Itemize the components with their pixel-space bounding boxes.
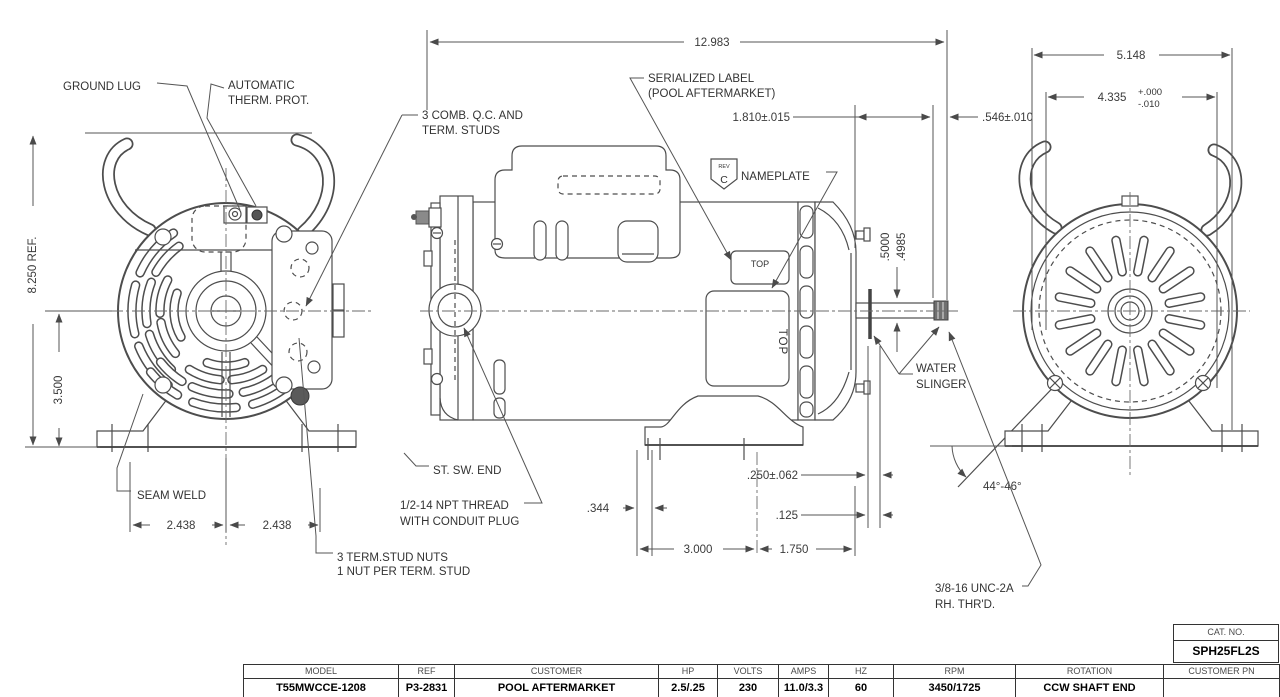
value-rpm: 3450/1725 (894, 679, 1016, 697)
value-amps: 11.0/3.3 (779, 679, 829, 697)
value-hp: 2.5/.25 (659, 679, 718, 697)
col-rpm: RPM (894, 665, 1016, 679)
top-box-text: TOP (751, 259, 769, 269)
terminal-stud (415, 210, 430, 225)
dim-bolt-span: 4.335 (1098, 92, 1127, 104)
col-customer: CUSTOMER (455, 665, 659, 679)
dim-shaft-dia-lower: .4985 (896, 233, 908, 262)
value-volts: 230 (718, 679, 779, 697)
thermal-protector-outline (191, 205, 247, 253)
col-ref: REF (399, 665, 455, 679)
value-hz: 60 (829, 679, 894, 697)
col-rotation: ROTATION (1016, 665, 1164, 679)
dim-height-ref: 8.250 REF. (27, 237, 39, 294)
dim-shaft-to-foot: 1.750 (780, 544, 809, 556)
vent-slots (127, 228, 296, 413)
col-customer-pn: CUSTOMER PN (1164, 665, 1280, 679)
dim-slot-width: .344 (587, 503, 610, 515)
value-model: T55MWCCE-1208 (244, 679, 399, 697)
rear-view (88, 133, 372, 545)
value-customer-pn (1164, 679, 1280, 697)
spec-table-value-row: T55MWCCE-1208 P3-2831 POOL AFTERMARKET 2… (244, 679, 1280, 697)
threaded-shaft-tip (933, 300, 949, 321)
value-ref: P3-2831 (399, 679, 455, 697)
rev-flag-letter: C (720, 174, 728, 186)
cat-no-value: SPH25FL2S (1192, 644, 1260, 658)
col-model: MODEL (244, 665, 399, 679)
rev-flag-small: REV (718, 164, 730, 170)
dimension-layer: 8.250 REF. 3.500 2.438 2.438 GROUND LUG … (25, 30, 1233, 611)
term-nuts-label-2: 1 NUT PER TERM. STUD (337, 566, 470, 578)
seam-weld-label: SEAM WELD (137, 490, 206, 502)
dim-foot-right: 2.438 (263, 520, 292, 532)
top-rotated-text: TOP (776, 329, 788, 355)
serialized-label-box (730, 250, 790, 285)
dim-foot-span: 3.000 (684, 544, 713, 556)
dim-overall-length: 12.983 (694, 37, 729, 49)
nameplate-label: NAMEPLATE (741, 171, 810, 183)
conduit-hole (437, 292, 473, 328)
npt-label-2: WITH CONDUIT PLUG (400, 516, 519, 528)
col-amps: AMPS (779, 665, 829, 679)
term-nuts-label-1: 3 TERM.STUD NUTS (337, 552, 448, 564)
side-view: TOP TOP (411, 145, 958, 556)
ground-lug-bracket (223, 205, 247, 224)
unc-thread-label-1: 3/8-16 UNC-2A (935, 583, 1014, 595)
serialized-label-1: SERIALIZED LABEL (648, 73, 755, 85)
catalog-number-block: CAT. NO. SPH25FL2S (1173, 624, 1279, 663)
dim-bolt-tol-plus: +.000 (1138, 87, 1162, 98)
ground-screw (251, 209, 263, 221)
shaft (855, 302, 935, 319)
auto-therm-label-2: THERM. PROT. (228, 95, 309, 107)
water-slinger-label-1: WATER (916, 363, 956, 375)
shaft-end-view (957, 140, 1259, 488)
ground-lug-label: GROUND LUG (63, 81, 141, 93)
value-customer: POOL AFTERMARKET (455, 679, 659, 697)
radial-vent-slots (1054, 235, 1206, 387)
dim-angle-range: 44°-46° (983, 481, 1022, 493)
spec-table: MODEL REF CUSTOMER HP VOLTS AMPS HZ RPM … (243, 664, 1280, 697)
comb-qc-label-2: TERM. STUDS (422, 125, 500, 137)
rev-flag-icon (710, 158, 738, 190)
end-shield-slots (799, 205, 814, 418)
dim-shaft-height: 3.500 (53, 376, 65, 405)
mounting-foot (644, 395, 804, 446)
comb-qc-label-1: 3 COMB. Q.C. AND (422, 110, 523, 122)
dim-bolt-tol-minus: -.010 (1138, 99, 1160, 110)
st-sw-end-label: ST. SW. END (433, 465, 501, 477)
spec-table-header-row: MODEL REF CUSTOMER HP VOLTS AMPS HZ RPM … (244, 665, 1280, 679)
col-hz: HZ (829, 665, 894, 679)
dim-foot-left: 2.438 (167, 520, 196, 532)
value-rotation: CCW SHAFT END (1016, 679, 1164, 697)
dim-base-width: 5.148 (1117, 50, 1146, 62)
nameplate-box (705, 290, 790, 387)
dim-label-offset: 1.810±.015 (733, 112, 790, 124)
dim-slinger-offset: .546±.010 (982, 112, 1033, 124)
water-slinger-label-2: SLINGER (916, 379, 967, 391)
dim-slinger-gap: .250±.062 (747, 470, 798, 482)
col-hp: HP (659, 665, 718, 679)
auto-therm-label-1: AUTOMATIC (228, 80, 295, 92)
col-volts: VOLTS (718, 665, 779, 679)
npt-label-1: 1/2-14 NPT THREAD (400, 500, 509, 512)
dim-shaft-dia-upper: .5000 (880, 233, 892, 262)
unc-thread-label-2: RH. THR'D. (935, 599, 995, 611)
dim-slinger-width: .125 (776, 510, 798, 522)
cat-no-label: CAT. NO. (1174, 625, 1278, 641)
serialized-label-2: (POOL AFTERMARKET) (648, 88, 776, 100)
